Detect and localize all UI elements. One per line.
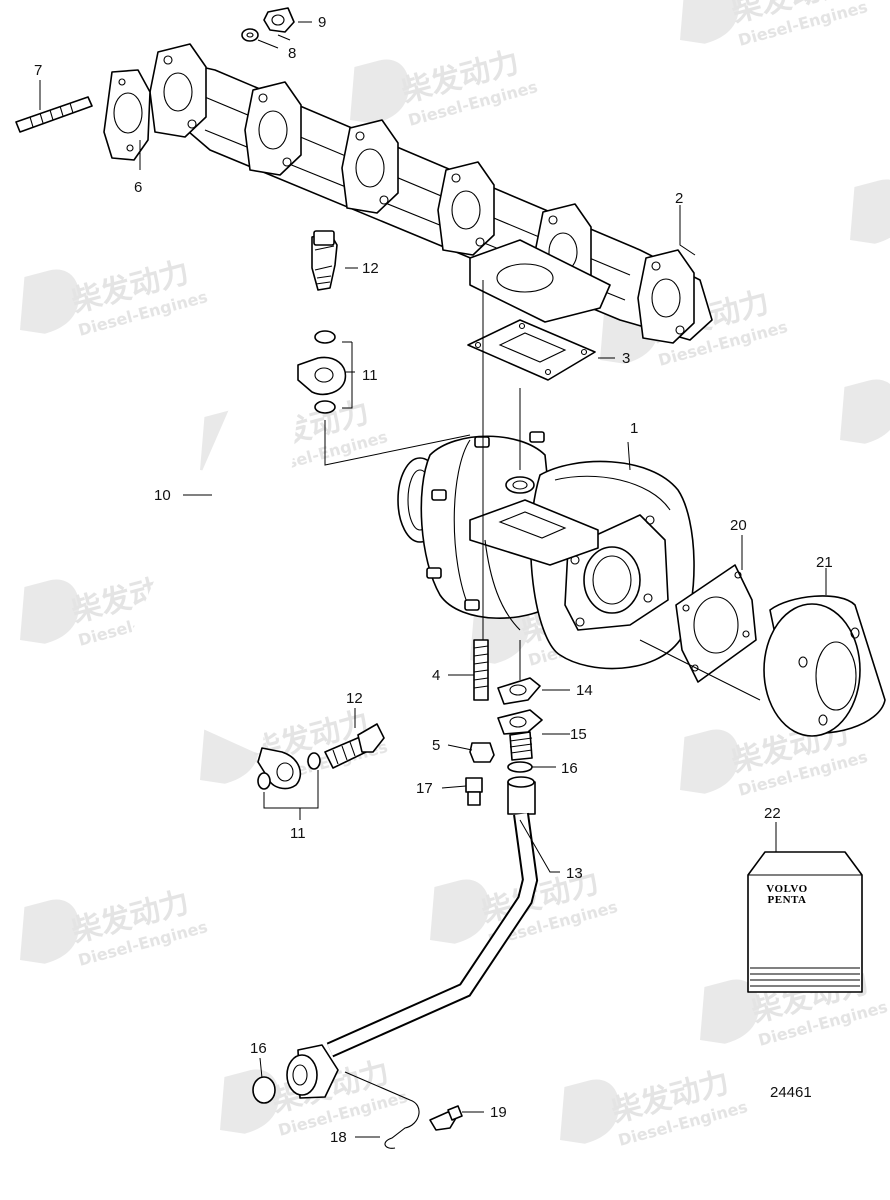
manifold-port [163, 72, 193, 112]
watermark-logo [840, 379, 890, 444]
callout-8: 8 [288, 45, 296, 62]
callout-14: 14 [576, 682, 593, 699]
stud [15, 96, 93, 133]
watermark-text-cn: 柴发动力 [888, 365, 890, 430]
oil-return-flange [497, 709, 543, 761]
callout-6: 6 [134, 179, 142, 196]
turbo-gasket [467, 319, 596, 381]
bolt-hole [451, 173, 461, 183]
bolt-hole [548, 215, 558, 225]
callout-15: 15 [570, 726, 587, 743]
bolt-hole [258, 93, 268, 103]
callout-13: 13 [566, 865, 583, 882]
bolt-hole [379, 195, 389, 205]
manifold-flange [341, 119, 399, 214]
callout-19: 19 [490, 1104, 507, 1121]
washer-left [257, 772, 271, 790]
callout-16-upper: 16 [561, 760, 578, 777]
callout-2: 2 [675, 190, 683, 207]
manifold-port [355, 148, 385, 188]
drawing-number: 24461 [770, 1084, 812, 1101]
watermark-logo [850, 179, 890, 244]
watermark-logo [20, 579, 80, 644]
manifold-gasket [103, 69, 151, 161]
callout-18: 18 [330, 1129, 347, 1146]
callout-12-top: 12 [362, 260, 379, 277]
callout-11-bottom: 11 [290, 825, 306, 842]
callout-3: 3 [622, 350, 630, 367]
exhaust-manifold [149, 43, 713, 344]
watermark-logo [350, 59, 410, 124]
manifold-port [451, 190, 481, 230]
nut-5 [469, 742, 495, 763]
oil-return-pipe [286, 776, 539, 1149]
bolt-hole [355, 131, 365, 141]
watermark-logo [430, 879, 490, 944]
manifold-flange [149, 43, 207, 138]
nut [263, 7, 295, 33]
callout-12-lower: 12 [346, 690, 363, 707]
washer-upper [314, 330, 336, 344]
watermark-logo [680, 729, 740, 794]
bolt-hole [163, 55, 173, 65]
bolt-hole [282, 157, 292, 167]
manifold-flange [637, 249, 695, 344]
callout-5: 5 [432, 737, 440, 754]
callout-22: 22 [764, 805, 781, 822]
callout-4: 4 [432, 667, 440, 684]
watermark-logo [700, 979, 760, 1044]
bolt-hole [675, 325, 685, 335]
washer-right [307, 752, 321, 770]
callout-9: 9 [318, 14, 326, 31]
watermark-logo [20, 269, 80, 334]
callout-10: 10 [154, 487, 171, 504]
washer-lower [314, 400, 336, 414]
bolt-hole [187, 119, 197, 129]
callout-1: 1 [630, 420, 638, 437]
exhaust-flange [763, 595, 886, 737]
callout-11-top: 11 [362, 367, 378, 384]
stud-4 [473, 639, 489, 701]
instruction-book: VOLVO PENTA [747, 851, 863, 993]
manifold-port [258, 110, 288, 150]
manifold-flange [437, 161, 495, 256]
watermark-logo [560, 1079, 620, 1144]
callout-16-lower: 16 [250, 1040, 267, 1057]
leader-lines [39, 21, 827, 1138]
callout-7: 7 [34, 62, 42, 79]
manifold-flange [244, 81, 302, 176]
banjo-bolt-top [311, 230, 338, 291]
callout-17: 17 [416, 780, 433, 797]
outlet-gasket [675, 564, 757, 683]
screw-19 [429, 1105, 463, 1131]
manifold-port [651, 278, 681, 318]
callout-20: 20 [730, 517, 747, 534]
watermark-logo [20, 899, 80, 964]
oil-return-gasket [497, 677, 541, 705]
washer [241, 28, 259, 42]
o-ring-upper [507, 761, 533, 773]
callout-21: 21 [816, 554, 833, 571]
bolt-hole [651, 261, 661, 271]
book-label-line2: PENTA [768, 894, 807, 906]
watermark-logo [680, 0, 740, 44]
callout-labels: 1 2 3 4 5 6 7 8 9 10 11 11 12 12 13 14 1… [34, 14, 833, 1146]
banjo-bolt-lower [324, 723, 385, 769]
turbocharger [397, 431, 695, 670]
book-label-line1: VOLVO [766, 883, 807, 895]
bolt-17 [465, 777, 483, 806]
o-ring-lower [252, 1076, 276, 1104]
bolt-hole [475, 237, 485, 247]
